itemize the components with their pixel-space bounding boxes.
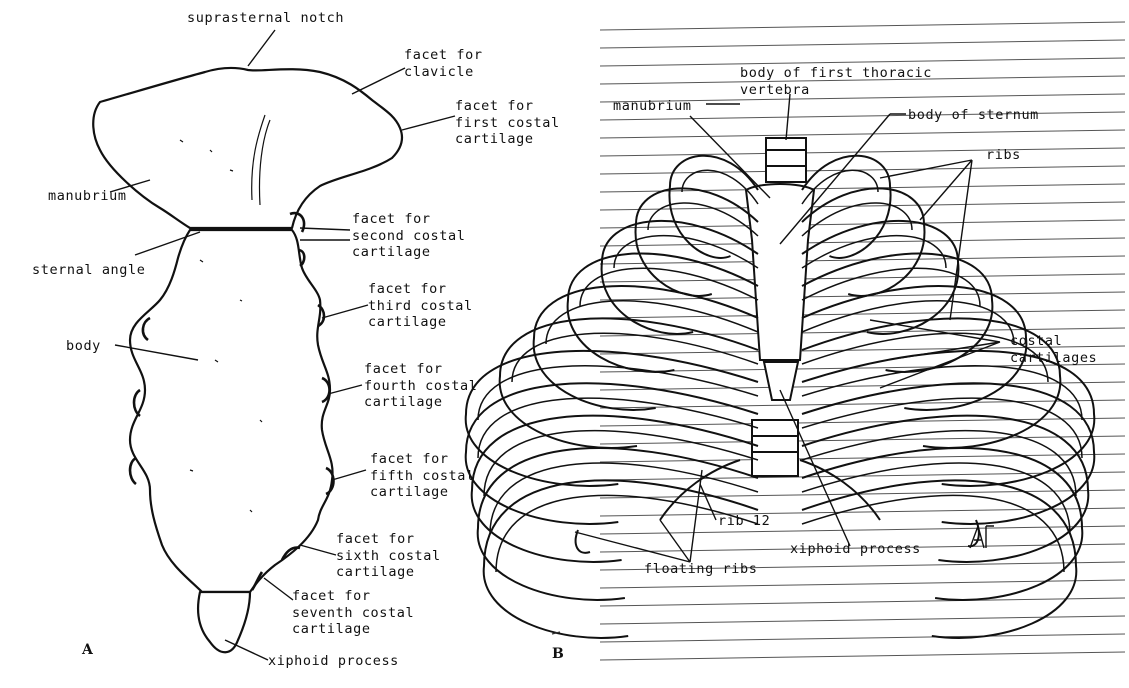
label-costal-cartilages: costal cartilages: [1010, 333, 1097, 366]
label-xiphoid-process-b: xiphoid process: [790, 541, 921, 557]
label-body-of-first-thoracic-vertebra: body of first thoracic vertebra: [740, 65, 932, 98]
label-facet-for-clavicle: facet for clavicle: [404, 47, 483, 80]
label-facet-seventh-costal-cartilage: facet for seventh costal cartilage: [292, 588, 414, 638]
ruled-line: [600, 238, 1125, 246]
ruled-line: [600, 166, 1125, 174]
label-facet-fourth-costal-cartilage: facet for fourth costal cartilage: [364, 361, 477, 411]
rib-arc: [802, 448, 1082, 600]
label-facet-second-costal-cartilage: facet for second costal cartilage: [352, 211, 465, 261]
rib-arc: [472, 416, 758, 562]
sternum-body-shape: [130, 230, 333, 592]
ruled-line: [600, 40, 1125, 48]
ruled-line: [600, 382, 1125, 390]
ruled-line: [600, 148, 1125, 156]
label-floating-ribs: floating ribs: [644, 561, 757, 577]
label-body: body: [66, 338, 101, 354]
label-rib-12: rib 12: [718, 513, 770, 529]
rib-inner-edge: [478, 366, 758, 420]
label-ribs: ribs: [986, 147, 1021, 163]
ruled-line: [600, 652, 1125, 660]
label-sternal-angle: sternal angle: [32, 262, 145, 278]
label-manubrium-a: manubrium: [48, 188, 127, 204]
ruled-line: [600, 598, 1125, 606]
rib-inner-edge: [512, 333, 758, 382]
ruled-line: [600, 130, 1125, 138]
rib-arc: [466, 383, 758, 524]
label-facet-sixth-costal-cartilage: facet for sixth costal cartilage: [336, 531, 441, 581]
panel-label-b: B: [552, 646, 564, 662]
rib-inner-edge: [802, 495, 1064, 572]
label-suprasternal-notch: suprasternal notch: [187, 10, 344, 26]
ruled-line: [600, 400, 1125, 408]
label-facet-fifth-costal-cartilage: facet for fifth costal cartilage: [370, 451, 475, 501]
ruled-line: [600, 22, 1125, 30]
rib-inner-edge: [802, 366, 1082, 420]
label-body-of-sternum: body of sternum: [908, 107, 1039, 123]
xiphoid-shape: [198, 592, 250, 652]
label-facet-first-costal-cartilage: facet for first costal cartilage: [455, 98, 560, 148]
rib-cage-drawing: [466, 138, 1095, 638]
ruled-line: [600, 634, 1125, 642]
panel-label-a: A: [82, 642, 93, 658]
rib-arc: [500, 318, 758, 447]
ruled-line: [600, 526, 1125, 534]
label-xiphoid-process-a: xiphoid process: [268, 653, 399, 669]
ruled-line: [600, 274, 1125, 282]
label-manubrium-b: manubrium: [613, 98, 692, 114]
ruled-line: [600, 472, 1125, 480]
label-facet-third-costal-cartilage: facet for third costal cartilage: [368, 281, 473, 331]
